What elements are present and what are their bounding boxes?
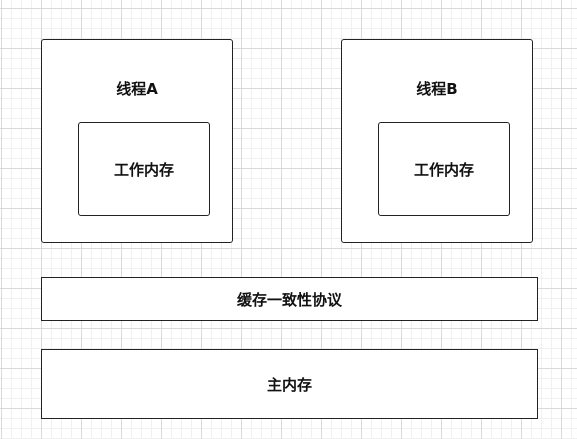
thread-b-work-memory: 工作内存 bbox=[378, 122, 510, 216]
cache-coherence-protocol-box: 缓存一致性协议 bbox=[41, 277, 538, 321]
main-memory-box: 主内存 bbox=[41, 349, 538, 419]
thread-a-box: 线程A 工作内存 bbox=[41, 39, 233, 243]
thread-b-box: 线程B 工作内存 bbox=[341, 39, 533, 243]
thread-a-work-memory: 工作内存 bbox=[78, 122, 210, 216]
thread-b-title: 线程B bbox=[416, 80, 458, 98]
thread-a-title: 线程A bbox=[116, 80, 158, 98]
